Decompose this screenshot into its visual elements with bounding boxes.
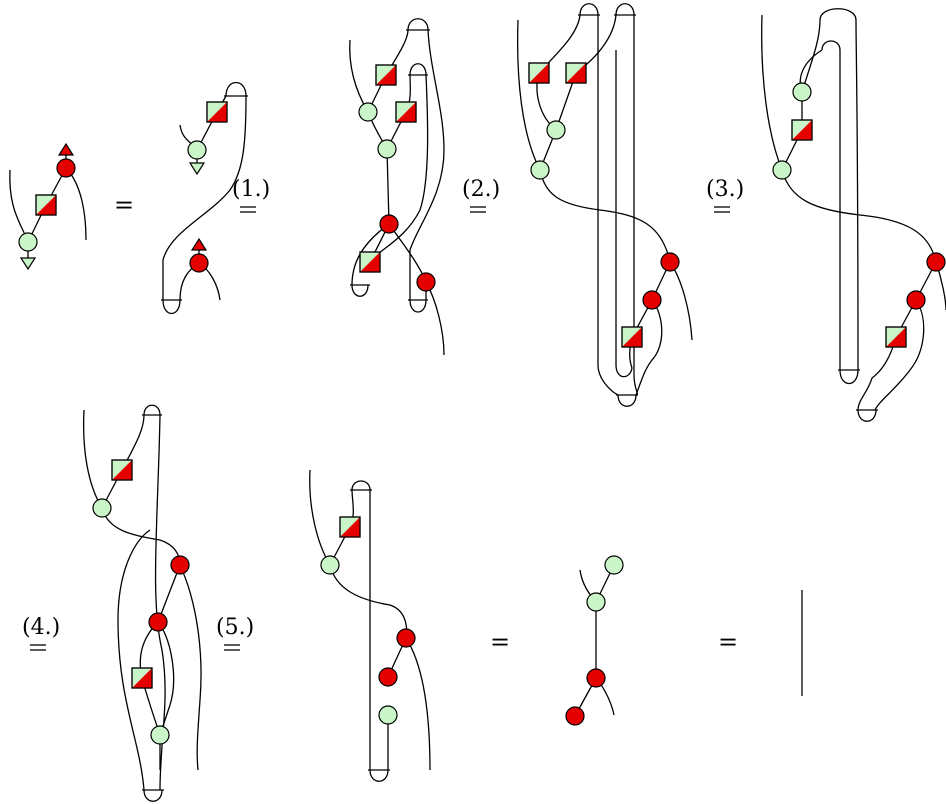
hadamard-box bbox=[339, 516, 361, 538]
red-state-triangle bbox=[58, 143, 74, 156]
green-spider bbox=[604, 555, 624, 575]
red-spider bbox=[148, 612, 168, 632]
green-spider bbox=[377, 139, 397, 159]
hadamard-box bbox=[565, 62, 587, 84]
hadamard-box bbox=[111, 459, 133, 481]
green-spider bbox=[320, 555, 340, 575]
red-spider bbox=[586, 668, 606, 688]
step-label-2: (2.) bbox=[462, 177, 500, 202]
red-spider bbox=[416, 272, 436, 292]
green-spider bbox=[18, 232, 38, 252]
diagram-step4 bbox=[761, 8, 946, 422]
hadamard-box bbox=[359, 251, 381, 273]
red-spider bbox=[378, 667, 398, 687]
diagram-simplified bbox=[565, 555, 624, 726]
green-spider bbox=[187, 140, 207, 160]
step-label-5: (5.) bbox=[216, 615, 254, 640]
step-label-1: (1.) bbox=[232, 177, 270, 202]
hadamard-box bbox=[395, 101, 417, 123]
equals-sign: = bbox=[718, 628, 738, 656]
green-spider bbox=[358, 102, 378, 122]
step-label-3: (3.) bbox=[706, 177, 744, 202]
red-spider bbox=[189, 253, 209, 273]
green-spider bbox=[772, 160, 792, 180]
hadamard-box bbox=[885, 326, 907, 348]
step-label-4: (4.) bbox=[22, 615, 60, 640]
diagram-step1 bbox=[161, 81, 248, 315]
red-spider bbox=[396, 628, 416, 648]
hadamard-box bbox=[206, 101, 228, 123]
green-effect-triangle bbox=[20, 257, 36, 270]
red-spider bbox=[565, 706, 585, 726]
equals-sign: = bbox=[490, 628, 510, 656]
red-spider bbox=[660, 252, 680, 272]
red-spider bbox=[906, 290, 926, 310]
red-state-triangle bbox=[191, 238, 207, 251]
hadamard-box bbox=[528, 62, 550, 84]
hadamard-box bbox=[791, 119, 813, 141]
green-spider bbox=[150, 725, 170, 745]
green-effect-triangle bbox=[189, 162, 205, 175]
green-spider bbox=[586, 592, 606, 612]
diagram-step3 bbox=[517, 3, 693, 407]
green-spider bbox=[530, 160, 550, 180]
hadamard-box bbox=[375, 64, 397, 86]
red-spider bbox=[170, 555, 190, 575]
green-spider bbox=[546, 120, 566, 140]
red-spider bbox=[56, 158, 76, 178]
diagram-step2 bbox=[349, 18, 445, 356]
green-spider bbox=[378, 705, 398, 725]
diagram-step4-result bbox=[83, 404, 202, 802]
hadamard-box bbox=[131, 667, 153, 689]
red-spider bbox=[379, 214, 399, 234]
diagram-step5-result bbox=[309, 469, 431, 782]
equals-sign: = bbox=[114, 191, 134, 219]
red-spider bbox=[642, 290, 662, 310]
green-spider bbox=[792, 82, 812, 102]
red-spider bbox=[926, 252, 946, 272]
hadamard-box bbox=[621, 326, 643, 348]
green-spider bbox=[92, 498, 112, 518]
diagram-lhs bbox=[9, 143, 87, 270]
hadamard-box bbox=[35, 194, 57, 216]
